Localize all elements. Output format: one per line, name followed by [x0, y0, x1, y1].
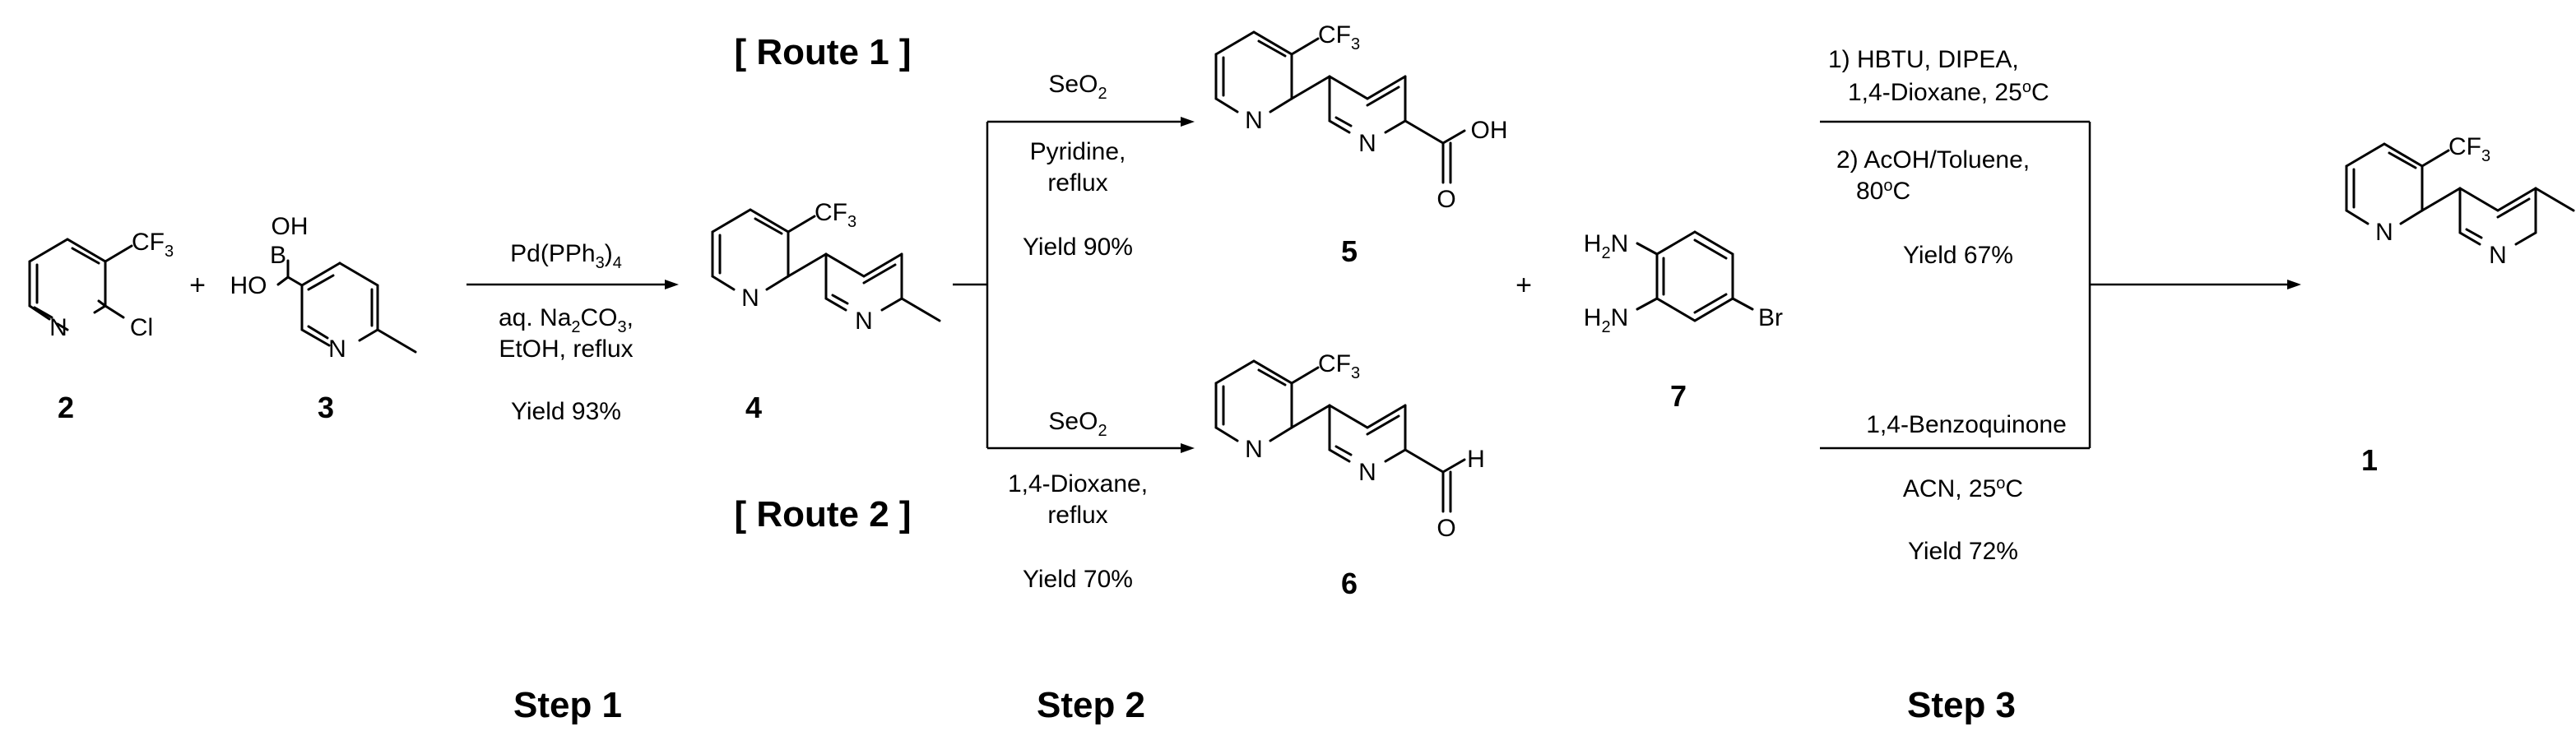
- step2-route2-yield: Yield 70%: [1023, 566, 1133, 593]
- step3-route1-line4: 80oC: [1856, 177, 1910, 205]
- route-2-label: [ Route 2 ]: [734, 494, 911, 534]
- step2-route2-solvent-1: 1,4-Dioxane,: [1008, 470, 1148, 497]
- compound-1-structure: [2345, 142, 2575, 246]
- compound-label-3: 3: [318, 391, 334, 424]
- compound-3-structure: [276, 259, 417, 354]
- atom-ho: HO: [230, 272, 267, 299]
- compound-label-7: 7: [1670, 379, 1687, 413]
- step3-route2-yield: Yield 72%: [1908, 538, 2018, 565]
- atom-cf3: CF3: [132, 229, 174, 261]
- atom-cl: Cl: [130, 314, 153, 341]
- atom-n: N: [49, 314, 67, 341]
- compound-4-structure: [711, 208, 941, 322]
- atom-n: N: [1245, 107, 1263, 134]
- compound-label-6: 6: [1341, 567, 1358, 600]
- step2-route1-yield: Yield 90%: [1023, 234, 1133, 261]
- atom-o: O: [1437, 186, 1455, 213]
- step2-route2-reagent: SeO2: [1048, 408, 1107, 440]
- atom-n: N: [1358, 459, 1376, 486]
- atom-nh2: H2N: [1584, 304, 1628, 336]
- atom-n: N: [855, 308, 873, 335]
- atom-b: B: [270, 242, 286, 269]
- compound-7-structure: [1636, 230, 1754, 322]
- atom-n: N: [1358, 130, 1376, 157]
- atom-n: N: [2375, 219, 2393, 246]
- step1-reagent: Pd(PPh3)4: [510, 240, 622, 272]
- step2-route2-solvent-2: reflux: [1047, 502, 1107, 529]
- step2-route1-solvent-1: Pyridine,: [1030, 138, 1126, 165]
- step1-solvent-2: EtOH, reflux: [499, 335, 633, 363]
- atom-cf3: CF3: [1318, 350, 1360, 382]
- atom-cf3: CF3: [2448, 133, 2490, 165]
- compound-6-structure: [1214, 359, 1466, 513]
- step1-yield: Yield 93%: [511, 398, 621, 425]
- plus-sign: +: [1515, 270, 1532, 301]
- step3-route1-line2: 1,4-Dioxane, 25oC: [1848, 78, 2049, 106]
- compound-label-4: 4: [745, 391, 762, 424]
- atom-n: N: [328, 335, 346, 363]
- step3-route1-line3: 2) AcOH/Toluene,: [1836, 146, 2030, 174]
- step-1-label: Step 1: [513, 685, 622, 725]
- atom-o: O: [1437, 515, 1455, 542]
- compound-5-structure: [1214, 30, 1466, 184]
- step2-route1-solvent-2: reflux: [1047, 169, 1107, 197]
- step1-arrowhead: [665, 280, 679, 289]
- atom-cf3: CF3: [815, 199, 856, 231]
- compound-label-2: 2: [58, 391, 74, 424]
- step2-route2-arrowhead: [1181, 443, 1195, 453]
- step2-route1-reagent: SeO2: [1048, 71, 1107, 103]
- step1-solvent-1: aq. Na2CO3,: [499, 304, 634, 336]
- atom-n: N: [2489, 242, 2507, 269]
- route-1-label: [ Route 1 ]: [734, 32, 911, 72]
- step3-route1-yield: Yield 67%: [1903, 242, 2013, 269]
- step3-route1-line1: 1) HBTU, DIPEA,: [1828, 46, 2019, 73]
- compound-label-5: 5: [1341, 234, 1358, 268]
- atom-n: N: [1245, 436, 1263, 463]
- atom-h: H: [1467, 446, 1485, 473]
- atom-nh2: H2N: [1584, 230, 1628, 262]
- step-2-label: Step 2: [1037, 685, 1145, 725]
- atom-oh: OH: [272, 213, 309, 240]
- compound-2-structure: [28, 238, 133, 331]
- step3-route2-reagent: 1,4-Benzoquinone: [1866, 411, 2067, 438]
- step3-route2-solvent: ACN, 25oC: [1903, 474, 2023, 502]
- atom-n: N: [741, 285, 759, 312]
- plus-sign: +: [189, 270, 206, 301]
- atom-br: Br: [1758, 304, 1783, 331]
- compound-label-1: 1: [2361, 443, 2378, 477]
- step2-route1-arrowhead: [1181, 117, 1195, 127]
- atom-cf3: CF3: [1318, 21, 1360, 53]
- atom-oh: OH: [1471, 117, 1508, 144]
- step3-arrowhead: [2287, 280, 2301, 289]
- step-3-label: Step 3: [1907, 685, 2016, 725]
